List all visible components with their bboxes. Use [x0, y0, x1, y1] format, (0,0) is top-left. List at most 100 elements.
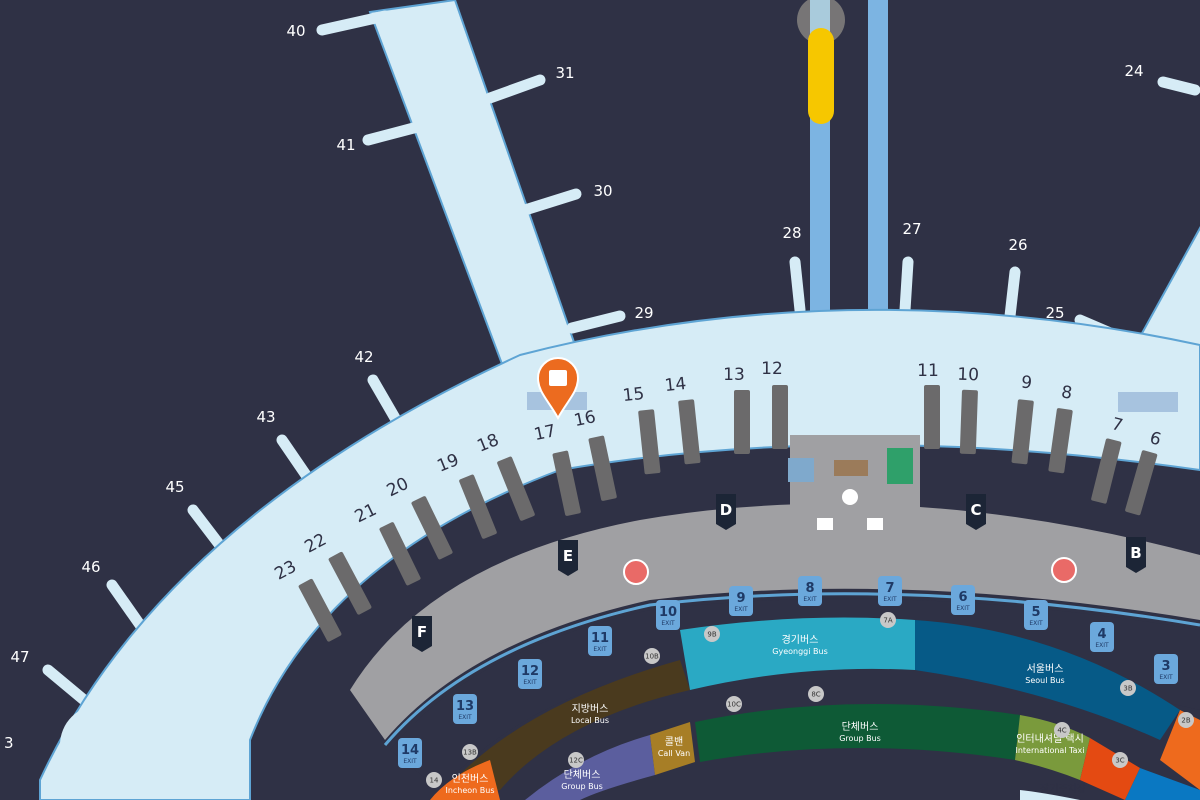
zone-long-term-parking — [1020, 790, 1080, 800]
counter-label: 10 — [957, 365, 979, 386]
shopping-marker[interactable] — [527, 357, 587, 421]
exit-sub-label: EXIT — [956, 605, 970, 612]
zone-label-ko: 경기버스 — [782, 633, 819, 646]
bus-stop-label: 9B — [707, 631, 716, 639]
zone-label-en: Group Bus — [839, 734, 881, 743]
exit-number: 4 — [1097, 627, 1106, 642]
shopping-bag-icon — [549, 370, 567, 386]
exit-number: 10 — [659, 605, 677, 620]
bus-zone-outer-ring — [430, 704, 1200, 800]
checkin-area-markers: F E D C B — [412, 494, 1146, 652]
area-marker[interactable]: B — [1126, 537, 1146, 573]
counter-island — [588, 435, 617, 501]
zone-red — [1080, 738, 1140, 800]
area-marker[interactable]: D — [716, 494, 736, 530]
pier-end-node — [60, 705, 140, 785]
gate-label: 29 — [634, 304, 653, 322]
counter-label: 16 — [572, 407, 597, 431]
zone-label-ko: 서울버스 — [1027, 663, 1064, 675]
info-help-markers[interactable] — [623, 557, 1077, 585]
counter-island — [298, 578, 342, 642]
bus-stop[interactable]: 3B — [1120, 680, 1136, 696]
bus-stop[interactable]: 14 — [426, 772, 442, 788]
exit-number: 14 — [401, 743, 419, 758]
gate-label: 26 — [1008, 236, 1027, 254]
bus-stop-label: 3C — [1115, 757, 1124, 765]
zone-label-ko: 단체버스 — [564, 769, 601, 781]
counter-label: 11 — [917, 361, 939, 381]
gate-label: 42 — [354, 348, 373, 366]
exit-number: 11 — [591, 631, 609, 646]
exit-number: 13 — [456, 699, 474, 714]
exit-number: 3 — [1161, 659, 1170, 674]
counter-island — [552, 450, 581, 516]
counter-island — [328, 551, 372, 615]
bus-stop[interactable]: 4C — [1054, 722, 1070, 738]
zone-label-en: Incheon Bus — [445, 786, 494, 795]
edge-label: 3 — [4, 734, 14, 752]
exit-sub-label: EXIT — [1095, 642, 1109, 649]
zone-group-bus — [695, 704, 1020, 762]
bus-stop[interactable]: 10B — [644, 648, 660, 664]
help-icon — [1051, 557, 1077, 583]
exit-sub-label: EXIT — [523, 679, 537, 686]
counter-island — [1048, 408, 1073, 474]
area-marker[interactable]: C — [966, 494, 986, 530]
bus-stop[interactable]: 10C — [726, 696, 742, 712]
bus-stop-label: 12C — [569, 757, 583, 765]
bus-stop[interactable]: 3C — [1112, 752, 1128, 768]
bus-stop-label: 13B — [463, 749, 477, 757]
atrium-block-right — [867, 518, 883, 530]
gate-label: 24 — [1124, 62, 1143, 80]
counter-label: 6 — [1147, 428, 1163, 450]
exit-number: 12 — [521, 664, 539, 679]
zone-label-ko: 지방버스 — [572, 703, 609, 715]
zone-label-ko: 단체버스 — [842, 721, 879, 733]
bus-zone-inner-ring — [445, 617, 1200, 790]
gate-label: 30 — [593, 182, 612, 200]
bus-stop[interactable]: 12C — [568, 752, 584, 768]
area-letter: F — [417, 623, 427, 641]
bus-stop[interactable]: 2B — [1178, 712, 1194, 728]
area-marker[interactable]: F — [412, 616, 432, 652]
bus-stop-label: 3B — [1123, 685, 1132, 693]
bus-stop[interactable]: 9B — [704, 626, 720, 642]
zone-seoul-bus — [915, 620, 1180, 740]
bus-stop-label: 14 — [430, 777, 439, 785]
zone-incheon-bus — [430, 760, 500, 800]
bus-stop-label: 10C — [727, 701, 741, 709]
gate-label: 45 — [165, 478, 184, 496]
zone-label-en: Call Van — [658, 749, 690, 758]
bus-stop[interactable]: 7A — [880, 612, 896, 628]
counter-island — [638, 409, 661, 475]
area-marker[interactable]: E — [558, 540, 578, 576]
exit-sub-label: EXIT — [661, 620, 675, 627]
help-icon — [623, 559, 649, 585]
zone-orange-edge — [1160, 710, 1200, 790]
bus-stop[interactable]: 13B — [462, 744, 478, 760]
gate-label: 28 — [782, 224, 801, 242]
exit-number: 5 — [1031, 605, 1040, 620]
counter-label: 14 — [664, 374, 688, 396]
atrium-block-left — [817, 518, 833, 530]
atrium-kiosk — [834, 460, 868, 476]
bus-stop[interactable]: 8C — [808, 686, 824, 702]
exit-sub-label: EXIT — [1029, 620, 1043, 627]
counter-island — [497, 456, 535, 521]
zone-label-en: International Taxi — [1015, 746, 1084, 755]
bus-stop-label: 4C — [1057, 727, 1066, 735]
